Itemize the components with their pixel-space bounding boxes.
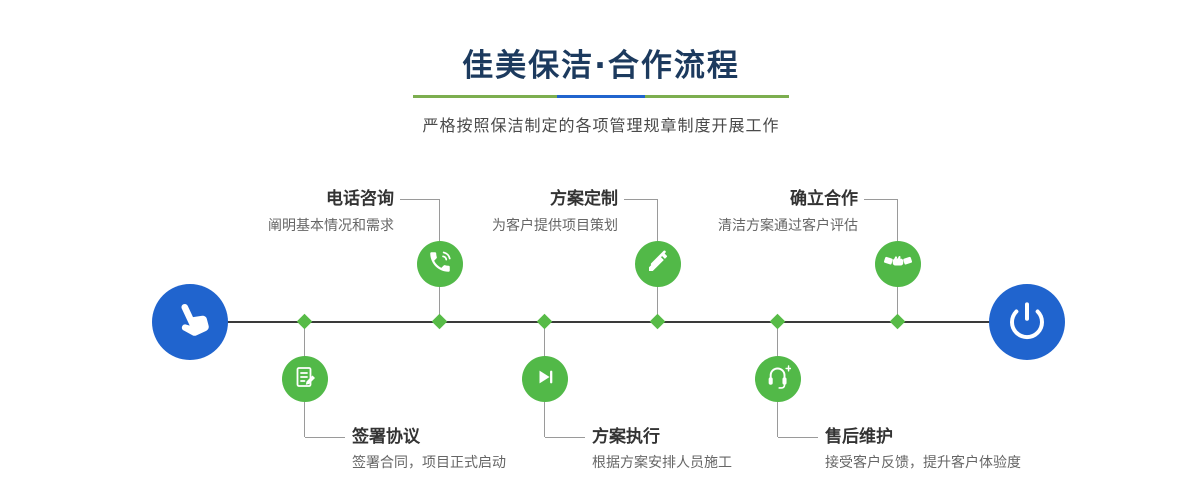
timeline-diamond [769, 313, 786, 330]
step-desc-document: 签署合同，项目正式启动 [352, 455, 506, 471]
start-node [152, 284, 228, 360]
step-circle-handshake [875, 241, 921, 287]
step-desc-handshake: 清洁方案通过客户评估 [718, 218, 858, 234]
page-title: 佳美保洁·合作流程 [462, 48, 740, 84]
step-desc-headset: 接受客户反馈，提升客户体验度 [825, 455, 1021, 471]
timeline-diamond [536, 313, 553, 330]
step-circle-headset [755, 356, 801, 402]
step-desc-phone: 阐明基本情况和需求 [268, 218, 394, 234]
execute-icon [534, 366, 556, 392]
step-title-phone: 电话咨询 [326, 189, 394, 209]
step-title-design: 方案定制 [550, 189, 618, 209]
connector-elbow-design [624, 199, 658, 200]
handshake-icon [884, 248, 912, 280]
connector-elbow-phone [400, 199, 440, 200]
step-title-handshake: 确立合作 [790, 189, 858, 209]
step-desc-execute: 根据方案安排人员施工 [592, 455, 732, 471]
timeline-diamond [431, 313, 448, 330]
connector-elbow-execute [545, 437, 585, 438]
step-circle-phone [417, 241, 463, 287]
phone-icon [427, 249, 453, 279]
hand-pointer-icon [169, 299, 211, 345]
step-circle-design [635, 241, 681, 287]
timeline-diamond [889, 313, 906, 330]
step-title-headset: 售后维护 [825, 427, 893, 447]
timeline-diamond [296, 313, 313, 330]
step-circle-execute [522, 356, 568, 402]
power-icon [1007, 300, 1047, 344]
design-icon [646, 250, 670, 278]
connector-elbow-document [305, 437, 345, 438]
step-title-document: 签署协议 [352, 427, 420, 447]
headset-icon [765, 364, 792, 394]
end-node [989, 284, 1065, 360]
subtitle: 严格按照保洁制定的各项管理规章制度开展工作 [422, 116, 780, 135]
timeline-diamond [649, 313, 666, 330]
timeline-line [190, 321, 1027, 323]
step-desc-design: 为客户提供项目策划 [492, 218, 618, 234]
connector-elbow-headset [778, 437, 818, 438]
document-sign-icon [293, 365, 317, 393]
step-title-execute: 方案执行 [592, 427, 660, 447]
step-circle-document [282, 356, 328, 402]
connector-elbow-handshake [864, 199, 898, 200]
title-underline-accent [557, 95, 645, 98]
